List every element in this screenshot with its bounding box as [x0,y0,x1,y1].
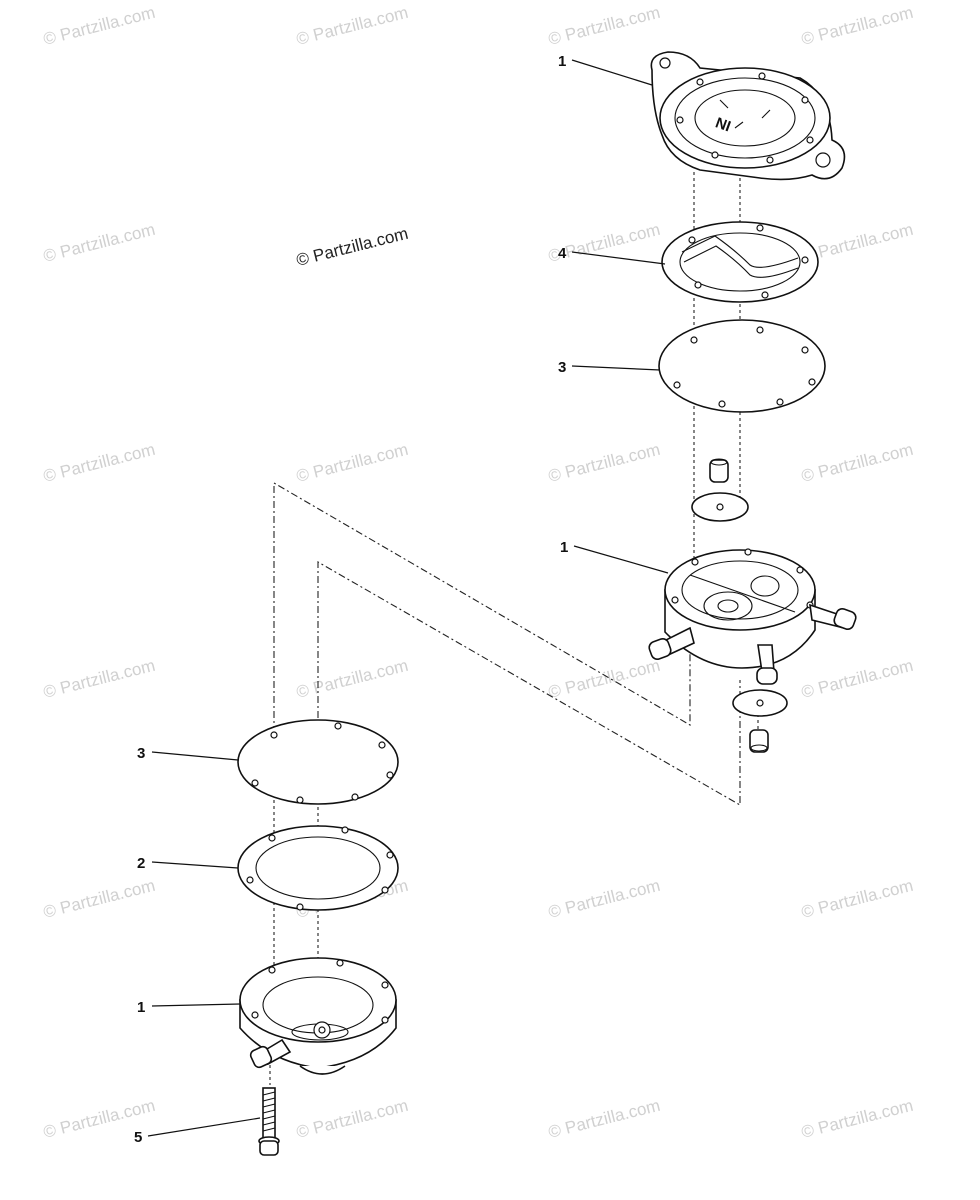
watermark-text: © Partzilla.com [546,1096,662,1142]
watermark-text: © Partzilla.com [546,3,662,49]
watermark-text: © Partzilla.com [41,656,157,702]
callout-label: 3 [558,359,566,376]
watermark-text: © Partzilla.com [294,3,410,49]
watermark-text: © Partzilla.com [546,876,662,922]
watermark-text: © Partzilla.com [799,656,915,702]
top-cover-marking: IN [713,113,733,134]
pump-body [648,548,857,685]
watermark-text: © Partzilla.com [799,3,915,49]
diaphragm-lower [237,719,399,805]
pump-cover-top: IN [650,51,846,181]
gasket-ring [237,825,399,911]
callout-label: 1 [560,539,568,556]
callout-label: 2 [137,855,145,872]
diaphragm-upper [658,319,826,413]
pump-base [239,957,397,1075]
check-valve-upper [691,458,749,522]
watermark-text: © Partzilla.com [41,220,157,266]
watermark-text: © Partzilla.com [41,3,157,49]
watermark-text: © Partzilla.com [799,876,915,922]
screw [258,1087,280,1156]
watermark-text: © Partzilla.com [546,440,662,486]
callout-leaders [147,59,669,1137]
callout-label: 4 [558,245,567,262]
watermark-text: © Partzilla.com [41,876,157,922]
callout-labels: 1 4 3 1 3 2 1 5 [134,53,568,1146]
watermark-text: © Partzilla.com [546,656,662,702]
callout-label: 3 [137,745,145,762]
gasket-upper [661,221,819,303]
callout-label: 1 [137,999,145,1016]
callout-label: 5 [134,1129,142,1146]
watermark-text: © Partzilla.com [294,656,410,702]
check-valve-lower [732,689,788,753]
watermark-text: © Partzilla.com [799,1096,915,1142]
watermark-text: © Partzilla.com [799,440,915,486]
watermark-text: © Partzilla.com [294,440,410,486]
callout-label: 1 [558,53,566,70]
watermark-text: © Partzilla.com [294,1096,410,1142]
watermark-text: © Partzilla.com [41,440,157,486]
watermark-featured: © Partzilla.com [294,224,410,270]
